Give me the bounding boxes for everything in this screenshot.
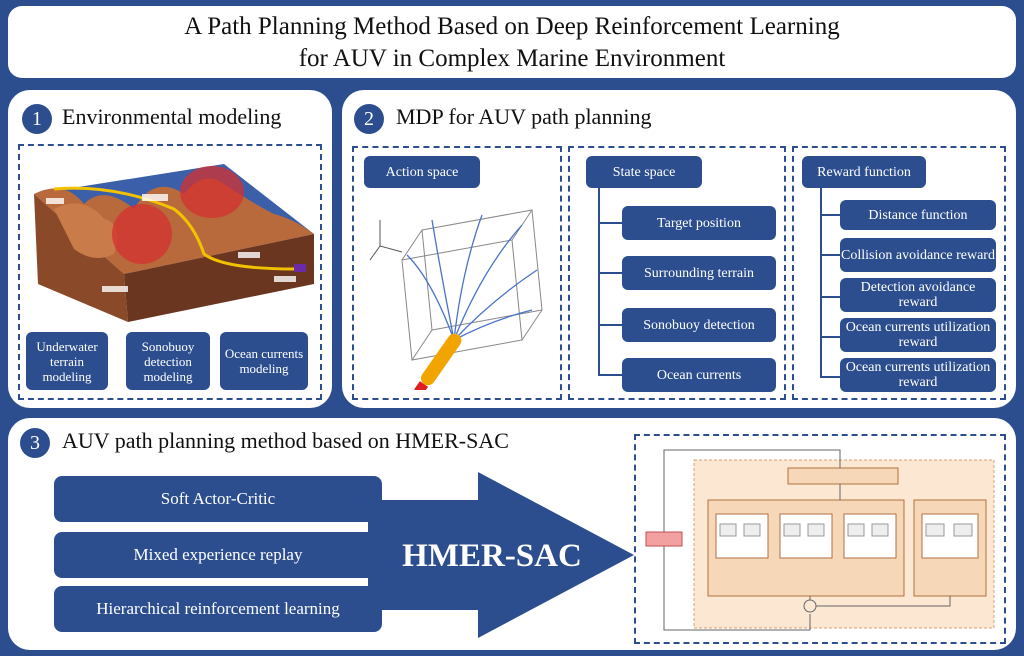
section-3-panel: 3 AUV path planning method based on HMER… [8,418,1016,650]
section-1-number: 1 [22,104,52,134]
title-line-2: for AUV in Complex Marine Environment [298,45,726,72]
section-3-number: 3 [20,428,50,458]
section-1-frame [18,144,322,400]
architecture-frame [634,434,1006,644]
state-item-target: Target position [622,206,776,240]
state-item-terrain: Surrounding terrain [622,256,776,290]
reward-item-currents-1: Ocean currents utilization reward [840,318,996,352]
state-item-sonobuoy: Sonobuoy detection [622,308,776,342]
action-space-label: Action space [364,156,480,188]
hmer-sac-arrow [368,472,634,638]
state-space-frame [568,146,786,400]
action-space-frame [352,146,562,400]
reward-tree-branch [820,296,840,298]
method-sac-box: Soft Actor-Critic [54,476,382,522]
reward-function-label: Reward function [802,156,926,188]
method-mer-box: Mixed experience replay [54,532,382,578]
reward-item-detection: Detection avoidance reward [840,278,996,312]
reward-tree-line [820,188,822,376]
section-2-panel: 2 MDP for AUV path planning Action space… [342,90,1016,408]
section-2-title: MDP for AUV path planning [396,104,652,129]
state-space-tree-line [598,188,600,376]
reward-item-currents-2: Ocean currents utilization reward [840,358,996,392]
state-tree-branch [598,222,622,224]
section-1-panel: 1 Environmental modeling Underwater terr… [8,90,332,408]
title-line-1: A Path Planning Method Based on Deep Rei… [184,13,840,40]
terrain-modeling-box: Underwater terrain modeling [26,332,108,390]
action-space-diagram [369,209,543,390]
state-item-currents: Ocean currents [622,358,776,392]
currents-modeling-box: Ocean currents modeling [220,332,308,390]
architecture-diagram [645,449,995,631]
reward-tree-branch [820,376,840,378]
reward-item-collision: Collision avoidance reward [840,238,996,272]
terrain-illustration [34,164,314,322]
sonobuoy-modeling-box: Sonobuoy detection modeling [126,332,210,390]
state-space-label: State space [586,156,702,188]
state-tree-branch [598,374,622,376]
reward-tree-branch [820,336,840,338]
hmer-sac-label: HMER-SAC [402,538,582,574]
state-tree-branch [598,272,622,274]
state-tree-branch [598,324,622,326]
section-3-title: AUV path planning method based on HMER-S… [62,428,509,453]
title-banner: A Path Planning Method Based on Deep Rei… [8,6,1016,78]
reward-tree-branch [820,214,840,216]
method-hrl-box: Hierarchical reinforcement learning [54,586,382,632]
reward-tree-branch [820,254,840,256]
reward-function-frame [792,146,1006,400]
reward-item-distance: Distance function [840,200,996,230]
section-2-number: 2 [354,104,384,134]
section-1-title: Environmental modeling [62,104,282,129]
